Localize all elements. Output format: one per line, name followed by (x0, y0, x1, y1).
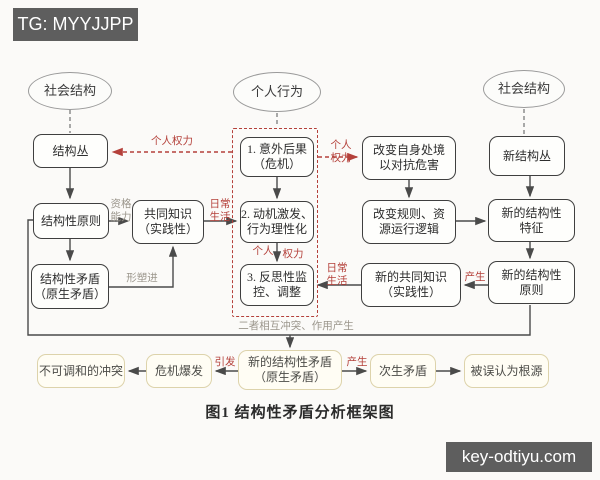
label-personal-power-right: 个人 权力 (330, 140, 352, 165)
label-trigger: 引发 (214, 357, 236, 368)
label-personal-power-left: 个人权力 (151, 136, 193, 147)
label-mutual-conflict: 二者相互冲突、作用产生 (238, 321, 354, 332)
box-crisis-outbreak: 危机爆发 (146, 354, 212, 388)
box-new-structural-contradiction: 新的结构性矛盾 （原生矛盾） (238, 350, 342, 390)
figure-caption: 图1 结构性矛盾分析框架图 (205, 405, 395, 421)
box-structural-contradiction: 结构性矛盾 （原生矛盾） (31, 264, 109, 309)
label-produce-mid: 产生 (464, 272, 486, 283)
box-motivation-rationalization: 2. 动机激发、 行为理性化 (240, 201, 314, 243)
dashed-connectors (69, 109, 525, 135)
box-secondary-contradiction: 次生矛盾 (370, 354, 436, 388)
label-daily-life-right: 日常 生活 (326, 263, 348, 288)
box-irreconcilable-conflict: 不可调和的冲突 (37, 354, 125, 388)
box-structural-principles: 结构性原则 (33, 203, 109, 239)
box-change-rules-resources: 改变规则、资 源运行逻辑 (362, 200, 456, 244)
ellipse-individual-behavior: 个人行为 (233, 72, 321, 112)
ellipse-social-structure-right: 社会结构 (483, 70, 565, 108)
watermark-bottom-right: key-odtiyu.com (446, 442, 592, 472)
box-new-structural-principles: 新的结构性 原则 (488, 261, 575, 304)
box-new-common-knowledge: 新的共同知识 （实践性） (361, 263, 461, 307)
label-produce-bottom: 产生 (346, 357, 368, 368)
label-power: 权力 (282, 249, 304, 260)
solid-arrows (27, 168, 535, 376)
box-new-structural-features: 新的结构性 特征 (488, 199, 575, 242)
box-new-structure-cluster: 新结构丛 (489, 136, 565, 176)
box-mistaken-as-root: 被误认为根源 (464, 354, 549, 388)
watermark-top-left: TG: MYYJJPP (13, 8, 138, 41)
box-structure-cluster: 结构丛 (33, 134, 108, 168)
box-common-knowledge: 共同知识 （实践性） (132, 200, 204, 244)
label-shaped-into: 形塑进 (126, 273, 158, 284)
red-dashed-arrows (111, 147, 359, 162)
ellipse-social-structure-left: 社会结构 (28, 72, 112, 110)
box-change-own-situation: 改变自身处境 以对抗危害 (362, 136, 456, 180)
box-unintended-consequences: 1. 意外后果 （危机） (240, 137, 314, 177)
personal-behavior-dashed-container (232, 128, 318, 317)
box-reflexive-monitoring: 3. 反思性监 控、调整 (240, 264, 314, 306)
label-qualification-ability: 资格 能力 (110, 199, 132, 224)
label-daily-life-left: 日常 生活 (209, 199, 231, 224)
label-personal: 个人 (252, 246, 274, 257)
